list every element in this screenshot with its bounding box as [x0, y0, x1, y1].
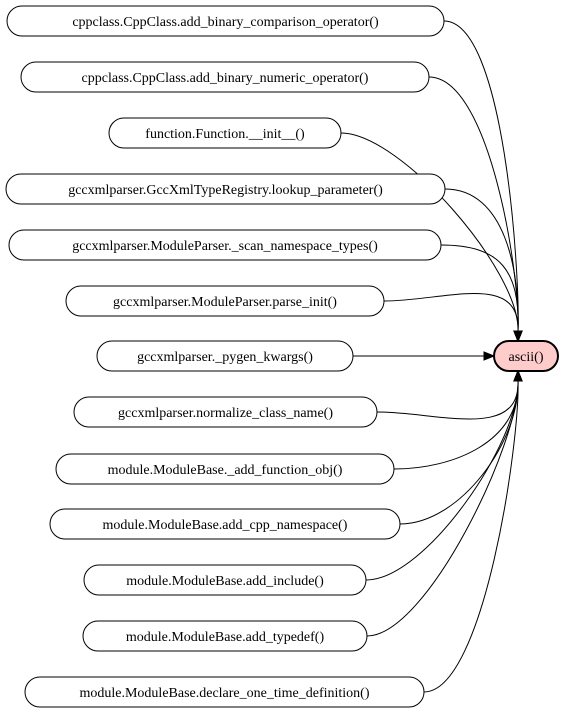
caller-node[interactable]: gccxmlparser._pygen_kwargs() — [96, 340, 354, 372]
caller-node-box — [55, 453, 395, 485]
caller-node[interactable]: gccxmlparser.ModuleParser.parse_init() — [65, 285, 385, 317]
call-edge-arrowhead — [513, 330, 523, 343]
call-edges — [340, 20, 523, 693]
caller-node[interactable]: module.ModuleBase._add_function_obj() — [55, 453, 395, 485]
caller-node-label: gccxmlparser.ModuleParser.parse_init() — [113, 295, 337, 310]
call-edge — [440, 244, 519, 332]
caller-node[interactable]: function.Function.__init__() — [108, 117, 342, 149]
call-edge — [444, 188, 519, 332]
call-edge — [383, 293, 519, 332]
caller-node-box — [83, 564, 367, 596]
call-edge-arrowhead — [513, 369, 523, 382]
call-edge — [365, 380, 519, 581]
caller-node[interactable]: gccxmlparser.normalize_class_name() — [73, 396, 378, 428]
caller-node-box — [8, 229, 442, 261]
caller-node-box — [73, 396, 378, 428]
call-edge — [399, 380, 519, 525]
caller-node[interactable]: module.ModuleBase.add_typedef() — [82, 620, 368, 652]
caller-node-box — [49, 508, 401, 540]
caller-node-label: gccxmlparser.GccXmlTypeRegistry.lookup_p… — [68, 183, 383, 198]
caller-node[interactable]: module.ModuleBase.declare_one_time_defin… — [24, 676, 425, 708]
caller-node[interactable]: cppclass.CppClass.add_binary_comparison_… — [6, 5, 445, 37]
caller-node-label: function.Function.__init__() — [145, 127, 305, 142]
target-node-box — [493, 340, 559, 372]
caller-node[interactable]: gccxmlparser.GccXmlTypeRegistry.lookup_p… — [5, 173, 446, 205]
caller-node[interactable]: module.ModuleBase.add_cpp_namespace() — [49, 508, 401, 540]
call-edge — [428, 76, 519, 332]
caller-node-label: module.ModuleBase.declare_one_time_defin… — [79, 686, 369, 701]
call-edge-arrowhead — [483, 351, 496, 361]
caller-node-box — [5, 173, 446, 205]
caller-node-box — [6, 5, 445, 37]
caller-node-label: gccxmlparser._pygen_kwargs() — [137, 350, 313, 365]
caller-node-box — [24, 676, 425, 708]
caller-node-label: gccxmlparser.ModuleParser._scan_namespac… — [72, 239, 378, 254]
caller-node-label: gccxmlparser.normalize_class_name() — [118, 406, 333, 421]
call-edge — [366, 380, 519, 637]
caller-node-box — [65, 285, 385, 317]
caller-node-box — [20, 61, 430, 93]
caller-node-label: module.ModuleBase.add_cpp_namespace() — [103, 518, 348, 533]
call-edge — [393, 380, 519, 470]
caller-node-label: cppclass.CppClass.add_binary_numeric_ope… — [82, 71, 369, 86]
target-node[interactable]: ascii() — [493, 340, 559, 372]
caller-node-label: module.ModuleBase.add_typedef() — [126, 630, 325, 645]
caller-node[interactable]: cppclass.CppClass.add_binary_numeric_ope… — [20, 61, 430, 93]
call-edge — [340, 132, 519, 332]
target-node-label: ascii() — [509, 350, 544, 365]
caller-node[interactable]: module.ModuleBase.add_include() — [83, 564, 367, 596]
caller-node-label: cppclass.CppClass.add_binary_comparison_… — [72, 15, 379, 30]
call-edge — [423, 380, 519, 693]
caller-node[interactable]: gccxmlparser.ModuleParser._scan_namespac… — [8, 229, 442, 261]
caller-node-label: module.ModuleBase._add_function_obj() — [108, 463, 343, 478]
call-edge — [376, 380, 519, 420]
caller-node-box — [108, 117, 342, 149]
caller-node-label: module.ModuleBase.add_include() — [126, 574, 324, 589]
caller-node-box — [82, 620, 368, 652]
call-edge — [443, 20, 519, 332]
caller-node-box — [96, 340, 354, 372]
